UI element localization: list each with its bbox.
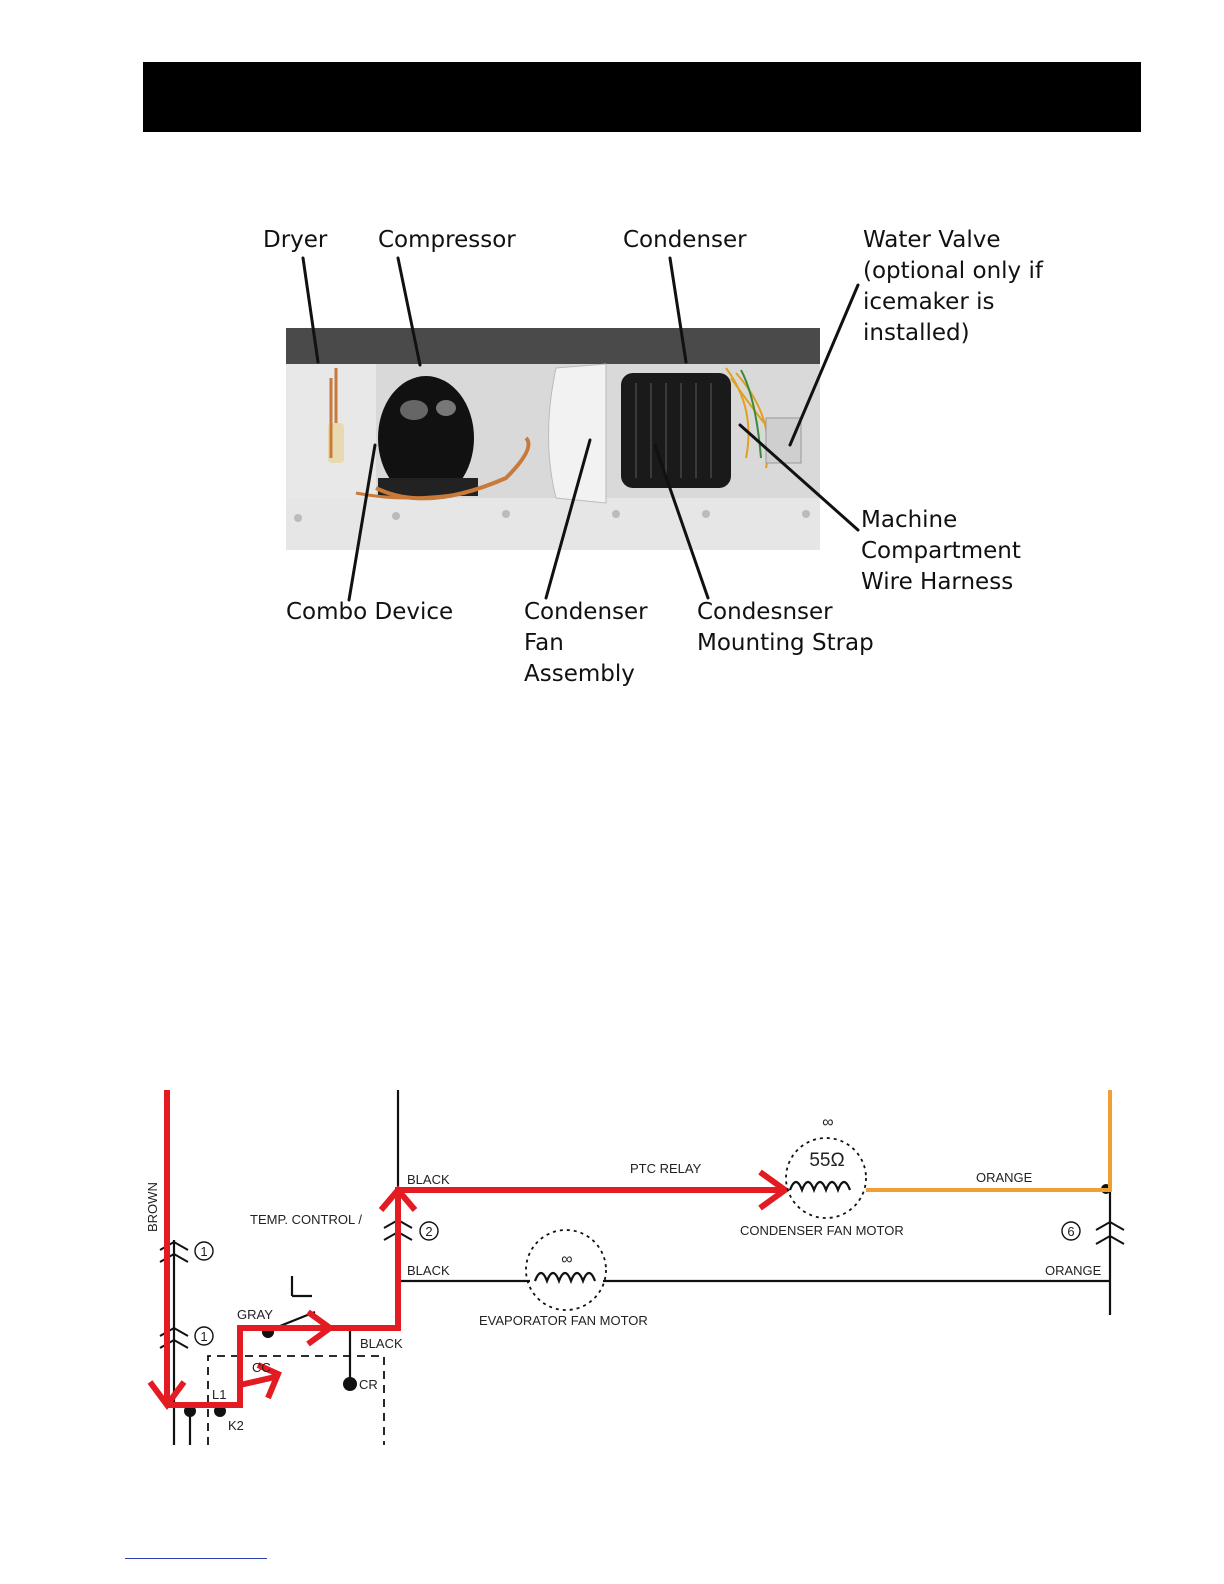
label-black-mid: BLACK — [407, 1263, 450, 1278]
evap-infinity: ∞ — [561, 1251, 572, 1268]
connector-1a: 1 — [200, 1244, 207, 1259]
machine-compartment-photo — [286, 328, 820, 550]
callout-compressor: Compressor — [378, 227, 516, 253]
label-k2: K2 — [228, 1418, 244, 1433]
label-l1: L1 — [212, 1387, 226, 1402]
callout-condenser-fan-assembly: Condenser Fan Assembly — [524, 599, 648, 687]
condenser-ohms: 55Ω — [809, 1150, 844, 1171]
label-cr: CR — [359, 1377, 378, 1392]
label-temp-control: TEMP. CONTROL / — [250, 1212, 362, 1227]
label-black-top: BLACK — [407, 1172, 450, 1187]
callout-condenser: Condenser — [623, 227, 747, 253]
label-black-low: BLACK — [360, 1336, 403, 1351]
footer-rule — [125, 1558, 267, 1559]
callout-water-valve: Water Valve (optional only if icemaker i… — [863, 227, 1043, 346]
label-orange-top: ORANGE — [976, 1170, 1033, 1185]
callout-mounting-strap: Condesnser Mounting Strap — [697, 599, 874, 656]
label-gray: GRAY — [237, 1307, 273, 1322]
connector-2: 2 — [425, 1224, 432, 1239]
label-orange-mid: ORANGE — [1045, 1263, 1102, 1278]
callout-wire-harness: Machine Compartment Wire Harness — [861, 507, 1021, 595]
callout-combo-device: Combo Device — [286, 599, 454, 625]
label-brown: BROWN — [145, 1182, 160, 1232]
connector-1b: 1 — [200, 1329, 207, 1344]
label-ptc-relay: PTC RELAY — [630, 1161, 702, 1176]
label-evaporator-fan-motor: EVAPORATOR FAN MOTOR — [479, 1313, 648, 1328]
header-bar — [143, 62, 1141, 132]
connector-6: 6 — [1067, 1224, 1074, 1239]
label-cc: CC — [252, 1360, 271, 1375]
condenser-infinity: ∞ — [822, 1114, 833, 1131]
callout-dryer: Dryer — [263, 227, 328, 253]
wiring-schematic: 1 1 2 6 BROWN TEMP. CONTROL / BLACK PTC … — [145, 1090, 1125, 1445]
label-condenser-fan-motor: CONDENSER FAN MOTOR — [740, 1223, 904, 1238]
